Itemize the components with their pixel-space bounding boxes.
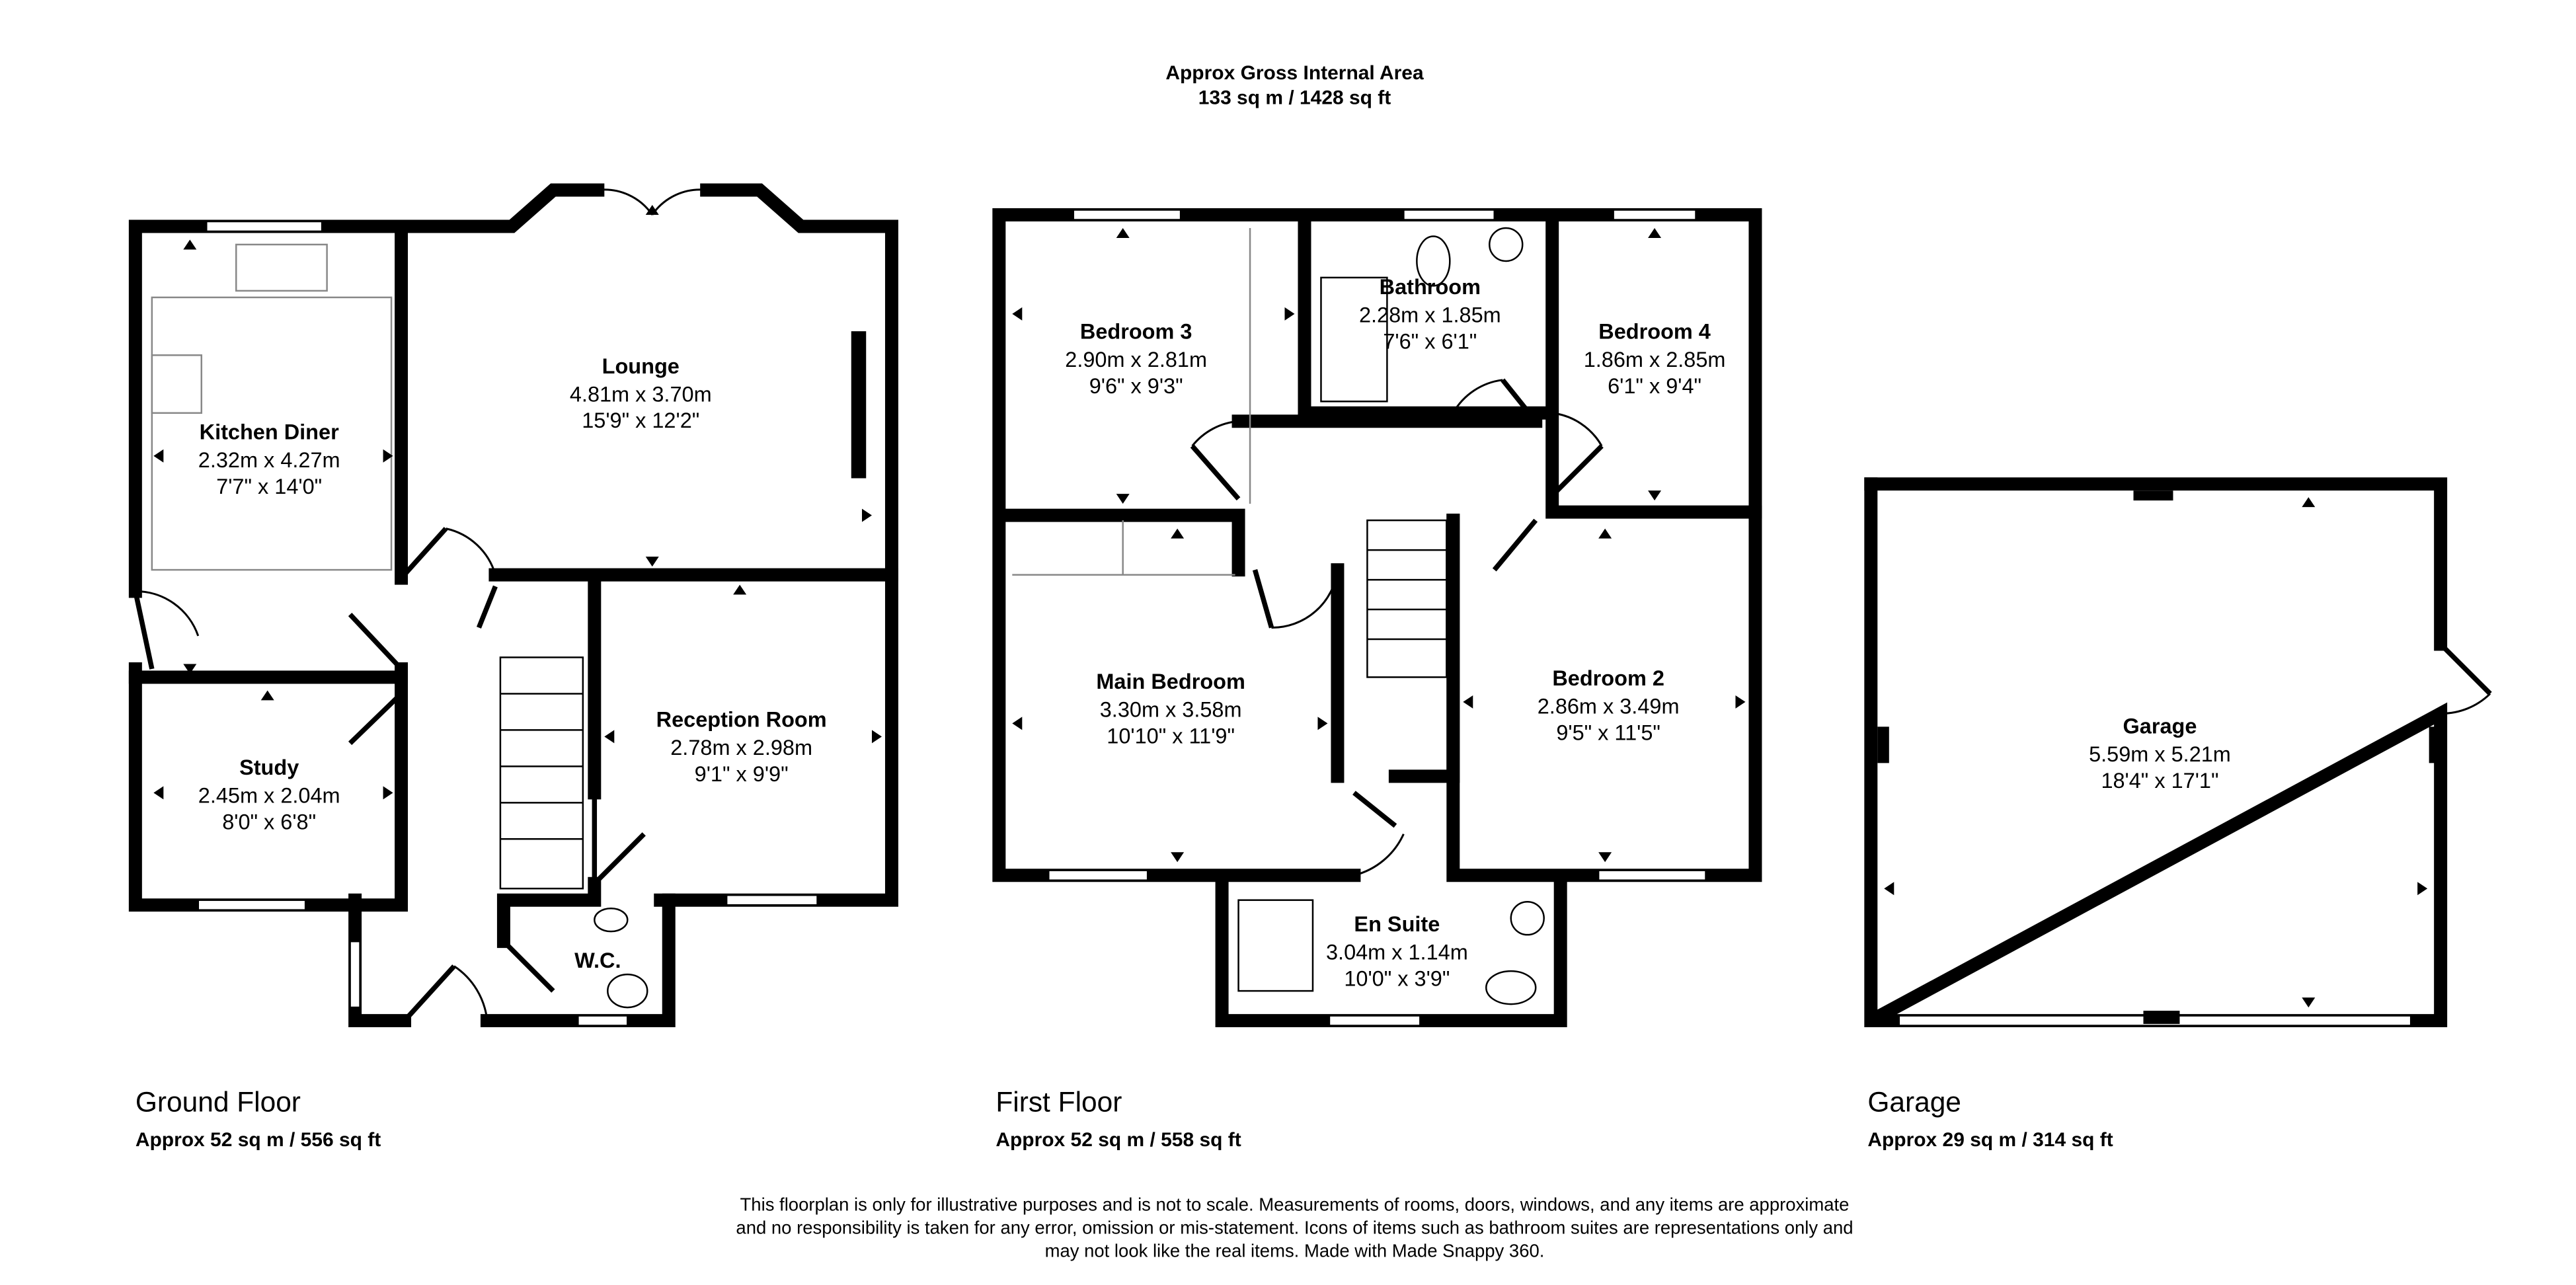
- ground-floor-area: Approx 52 sq m / 556 sq ft: [136, 1129, 381, 1151]
- room-name-bedroom-4: Bedroom 4: [1598, 319, 1711, 343]
- room-name-main-bedroom: Main Bedroom: [1096, 670, 1245, 693]
- room-metric-reception: 2.78m x 2.98m: [670, 736, 812, 759]
- room-name-garage: Garage: [2123, 714, 2197, 738]
- staircase: [499, 656, 584, 890]
- room-name-bathroom: Bathroom: [1380, 275, 1481, 299]
- room-imperial-main-bedroom: 10'10" x 11'9": [1107, 724, 1235, 748]
- ground-floor-doors: [133, 188, 707, 1023]
- disclaimer-line-3: may not look like the real items. Made w…: [1045, 1240, 1545, 1261]
- room-name-reception: Reception Room: [656, 707, 827, 731]
- room-metric-en-suite: 3.04m x 1.14m: [1326, 941, 1468, 964]
- disclaimer: This floorplan is only for illustrative …: [736, 1194, 1853, 1261]
- room-imperial-en-suite: 10'0" x 3'9": [1344, 967, 1450, 991]
- garage-area: Approx 29 sq m / 314 sq ft: [1867, 1129, 2113, 1151]
- room-imperial-bedroom-2: 9'5" x 11'5": [1556, 720, 1660, 744]
- room-metric-bathroom: 2.28m x 1.85m: [1359, 303, 1501, 327]
- disclaimer-line-1: This floorplan is only for illustrative …: [740, 1194, 1850, 1214]
- ground-floor-plan: Kitchen Diner 2.32m x 4.27m 7'7" x 14'0"…: [128, 183, 898, 1151]
- room-name-bedroom-2: Bedroom 2: [1552, 666, 1664, 690]
- room-metric-bedroom-4: 1.86m x 2.85m: [1584, 348, 1726, 371]
- room-name-en-suite: En Suite: [1354, 912, 1440, 936]
- room-imperial-kitchen-diner: 7'7" x 14'0": [216, 475, 322, 498]
- shower-tray: [1237, 899, 1314, 992]
- first-floor-fixtures: [1012, 227, 1545, 1005]
- bath: [1320, 276, 1388, 403]
- room-name-wc: W.C.: [574, 949, 621, 972]
- room-name-lounge: Lounge: [602, 354, 680, 378]
- ground-floor-windows: [197, 220, 818, 1027]
- garage-plan: Garage 5.59m x 5.21m 18'4" x 17'1" Garag…: [1864, 477, 2492, 1151]
- room-metric-study: 2.45m x 2.04m: [198, 783, 340, 807]
- first-floor-label: First Floor: [995, 1086, 1122, 1117]
- gross-area-value: 133 sq m / 1428 sq ft: [1198, 87, 1391, 109]
- room-metric-lounge: 4.81m x 3.70m: [570, 382, 712, 406]
- disclaimer-line-2: and no responsibility is taken for any e…: [736, 1217, 1853, 1237]
- garage-label: Garage: [1867, 1086, 1961, 1117]
- room-name-kitchen-diner: Kitchen Diner: [200, 420, 339, 444]
- ground-floor-fixtures: [151, 243, 648, 1009]
- room-metric-bedroom-3: 2.90m x 2.81m: [1065, 348, 1207, 371]
- gross-area-title: Approx Gross Internal Area: [1165, 62, 1424, 84]
- room-imperial-bathroom: 7'6" x 6'1": [1383, 329, 1477, 353]
- measurement-markers: [153, 205, 2428, 1008]
- ground-floor-label: Ground Floor: [136, 1086, 301, 1117]
- first-floor-area: Approx 52 sq m / 558 sq ft: [995, 1129, 1241, 1151]
- room-metric-bedroom-2: 2.86m x 3.49m: [1538, 694, 1680, 718]
- room-metric-garage: 5.59m x 5.21m: [2089, 742, 2231, 766]
- room-imperial-garage: 18'4" x 17'1": [2101, 769, 2218, 793]
- staircase: [1366, 519, 1448, 678]
- room-imperial-bedroom-4: 6'1" x 9'4": [1608, 374, 1701, 398]
- room-imperial-lounge: 15'9" x 12'2": [582, 409, 699, 432]
- room-imperial-bedroom-3: 9'6" x 9'3": [1089, 374, 1183, 398]
- ground-floor-walls: [128, 183, 898, 1028]
- room-metric-main-bedroom: 3.30m x 3.58m: [1100, 697, 1242, 721]
- room-metric-kitchen-diner: 2.32m x 4.27m: [198, 448, 340, 472]
- room-name-study: Study: [239, 756, 299, 779]
- room-name-bedroom-3: Bedroom 3: [1080, 319, 1192, 343]
- room-imperial-study: 8'0" x 6'8": [222, 810, 316, 834]
- room-imperial-reception: 9'1" x 9'9": [695, 762, 789, 786]
- first-floor-doors: [1190, 378, 1604, 876]
- first-floor-plan: Bedroom 3 2.90m x 2.81m 9'6" x 9'3" Bath…: [992, 208, 1762, 1151]
- first-floor-windows: [1048, 209, 1707, 1027]
